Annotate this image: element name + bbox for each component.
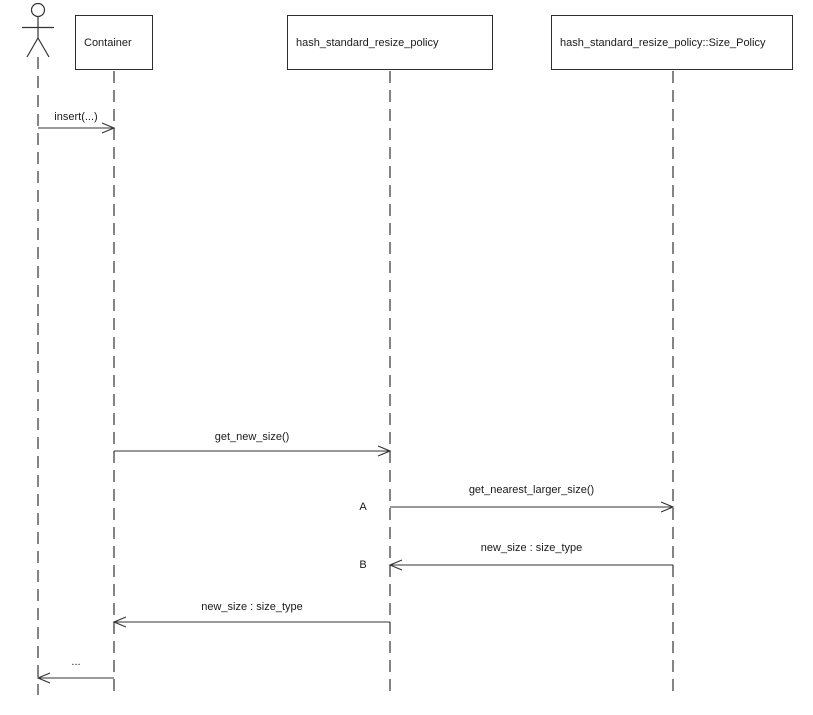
message-arrow-new-size-return-b xyxy=(388,559,673,571)
message-label-insert: insert(...) xyxy=(54,111,98,123)
message-arrow-get-new-size xyxy=(114,445,392,457)
sequence-marker-a: A xyxy=(359,501,367,513)
message-label-return-ellipsis: ... xyxy=(71,656,81,668)
message-arrow-get-nearest-larger-size xyxy=(390,501,675,513)
participant-box-size-policy: hash_standard_resize_policy::Size_Policy xyxy=(551,15,793,70)
message-label-get-new-size: get_new_size() xyxy=(214,431,290,443)
participant-box-container: Container xyxy=(75,15,153,70)
participant-label: hash_standard_resize_policy::Size_Policy xyxy=(560,36,766,49)
participant-box-resize-policy: hash_standard_resize_policy xyxy=(287,15,493,70)
message-arrow-new-size-return xyxy=(112,616,390,628)
actor-icon xyxy=(22,2,54,58)
message-label-new-size-return: new_size : size_type xyxy=(201,601,303,613)
participant-label: Container xyxy=(84,36,132,49)
participant-label: hash_standard_resize_policy xyxy=(296,36,439,49)
sequence-marker-b: B xyxy=(359,559,367,571)
message-arrow-return-ellipsis xyxy=(36,672,114,684)
message-arrow-insert xyxy=(38,122,116,134)
message-label-new-size-return-b: new_size : size_type xyxy=(480,542,583,554)
message-label-get-nearest-larger-size: get_nearest_larger_size() xyxy=(468,484,595,496)
